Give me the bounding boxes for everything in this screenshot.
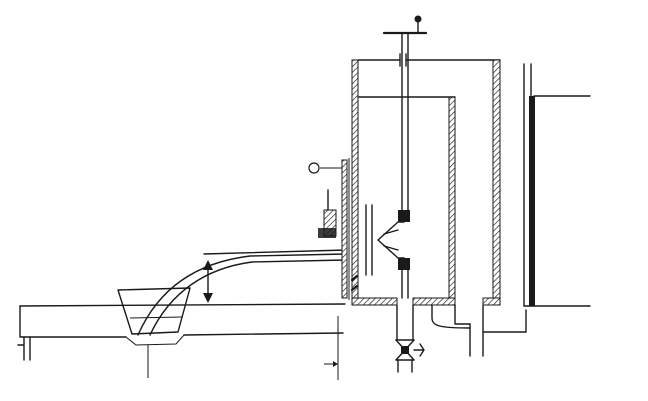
gauge-tube [523,63,591,307]
jet-height-arrow [202,260,214,306]
flow-deflector [350,204,410,299]
handwheel [382,15,428,35]
measuring-tank [351,53,527,357]
channel [17,303,346,361]
vertical-rod [401,32,409,211]
vessel [117,287,191,346]
nozzle-plate [308,158,350,300]
jet [137,249,347,336]
dimension-lines [147,316,339,380]
valve [395,339,425,373]
